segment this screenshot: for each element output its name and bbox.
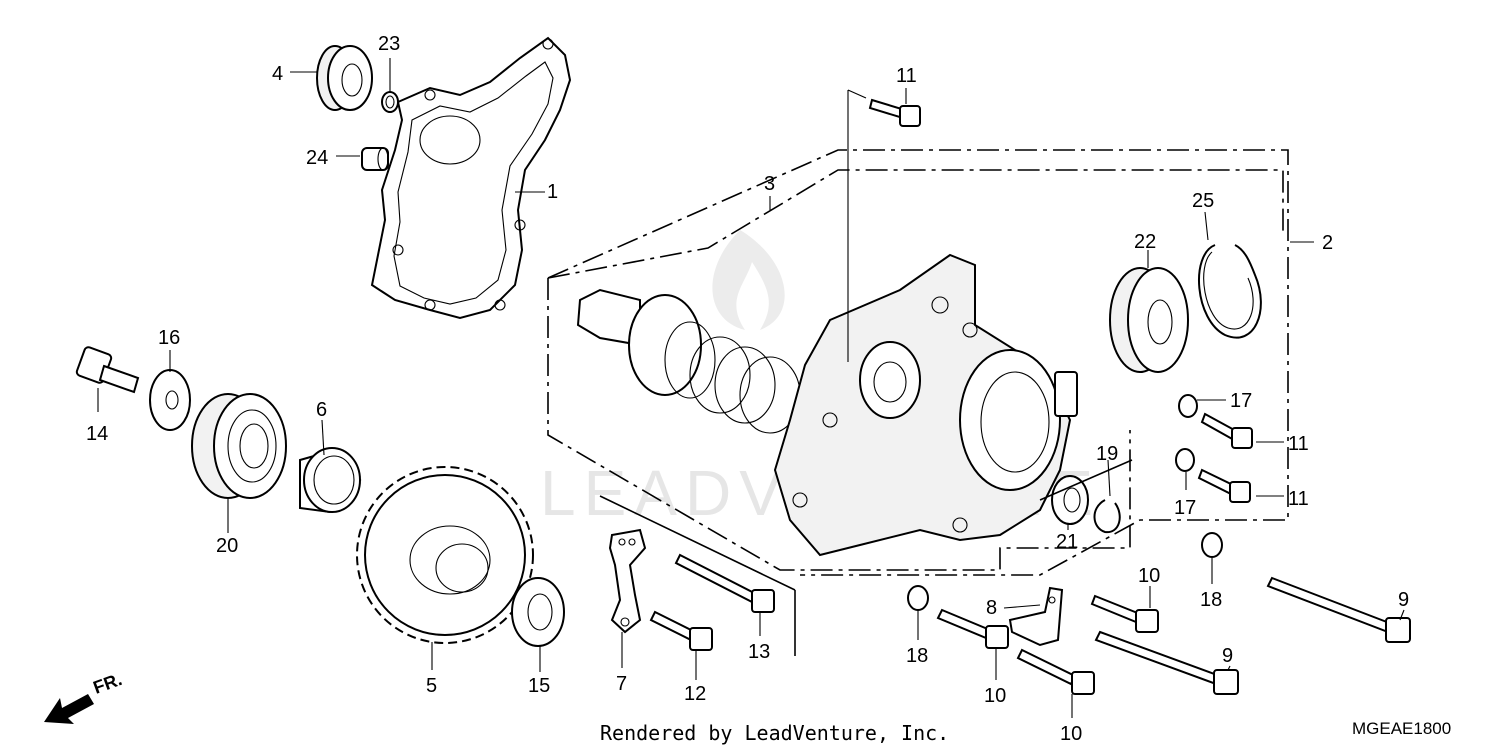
callout-numbers: 1 2 3 4 5 6 7 8 9 9 10 10 10 11 11 11 12… — [86, 33, 1409, 745]
radial-ball-bearing-22 — [1109, 267, 1189, 373]
callout-13: 13 — [748, 641, 770, 663]
oil-seal — [316, 45, 373, 111]
final-gear-case — [773, 253, 1078, 557]
pinion-shaft-spring — [576, 288, 801, 434]
callout-16: 16 — [158, 327, 180, 349]
callout-18b: 18 — [906, 645, 928, 667]
callout-10a: 10 — [1138, 565, 1160, 587]
callout-18a: 18 — [1200, 589, 1222, 611]
callout-12: 12 — [684, 683, 706, 705]
washers — [907, 394, 1223, 611]
callout-10c: 10 — [1060, 723, 1082, 745]
callout-9b: 9 — [1222, 645, 1233, 667]
callout-23: 23 — [378, 33, 400, 55]
callout-20: 20 — [216, 535, 238, 557]
diagram-code: MGEAE1800 — [1352, 719, 1451, 738]
callout-24: 24 — [306, 147, 328, 169]
callout-14: 14 — [86, 423, 108, 445]
flange-bolt-14 — [75, 346, 140, 394]
final-driven-gear — [356, 466, 534, 644]
direction-label: FR. — [91, 669, 125, 698]
stay-bracket-8 — [1008, 586, 1064, 647]
assembly-outline-2 — [547, 149, 1289, 576]
render-credit: Rendered by LeadVenture, Inc. — [600, 721, 949, 745]
assembly-outline-3 — [547, 169, 1284, 571]
callout-11a: 11 — [896, 65, 917, 87]
callout-3: 3 — [764, 173, 775, 195]
collar — [299, 447, 362, 514]
callout-9a: 9 — [1398, 589, 1409, 611]
leader-lines — [97, 58, 1405, 718]
oil-seal-21 — [1051, 475, 1089, 525]
front-direction-arrow-icon — [44, 694, 94, 724]
callout-15: 15 — [528, 675, 550, 697]
callout-17b: 17 — [1174, 497, 1196, 519]
callout-8: 8 — [986, 597, 997, 619]
callout-6: 6 — [316, 399, 327, 421]
callout-4: 4 — [272, 63, 283, 85]
radial-ball-bearing-20 — [191, 393, 287, 499]
o-ring — [381, 91, 399, 113]
callout-7: 7 — [616, 673, 627, 695]
callout-11c: 11 — [1288, 488, 1309, 510]
dowel-pin — [361, 147, 389, 171]
callout-22: 22 — [1134, 231, 1156, 253]
callout-1: 1 — [547, 181, 558, 203]
stay-bracket-7 — [608, 528, 647, 634]
callout-2: 2 — [1322, 232, 1333, 254]
callout-5: 5 — [426, 675, 437, 697]
circlip-19 — [1093, 499, 1121, 534]
circlip-25 — [1198, 244, 1262, 339]
callout-17a: 17 — [1230, 390, 1252, 412]
callout-25: 25 — [1192, 190, 1214, 212]
callout-21: 21 — [1056, 531, 1078, 553]
gasket — [370, 36, 572, 320]
oil-seal-15 — [511, 577, 565, 647]
callout-10b: 10 — [984, 685, 1006, 707]
flange-bolts — [649, 98, 1411, 695]
callout-11b: 11 — [1288, 433, 1309, 455]
callout-19: 19 — [1096, 443, 1118, 465]
thrust-washer — [149, 369, 191, 431]
